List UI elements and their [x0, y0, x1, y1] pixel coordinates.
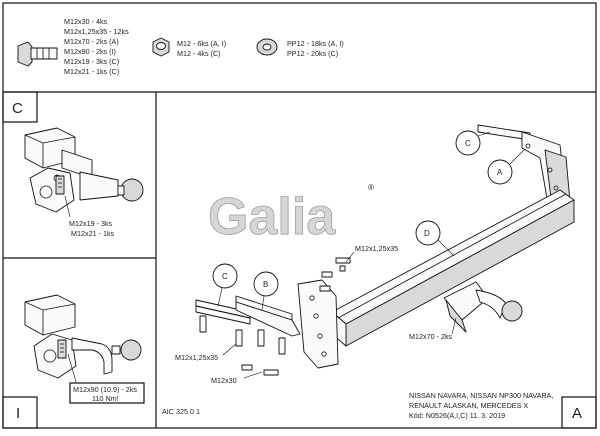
version-letter: A: [572, 405, 582, 422]
outer-frame: [2, 2, 597, 429]
bubble-c-top-leader: [477, 131, 491, 137]
bolt-spec-1: M12x30 - 4ks: [64, 17, 108, 26]
nut-icon: [152, 37, 170, 57]
main-assembly: [195, 124, 575, 376]
washer-spec-1: PP12 - 18ks (A, I): [287, 39, 344, 48]
kod-line: Kód: N0526(A,I,C) 11. 3. 2019: [409, 411, 505, 420]
bubble-b-leader: [261, 295, 265, 311]
bolt-spec-2: M12x1,25x35 - 12ks: [64, 27, 129, 36]
panel-i-hitch-detail: [24, 294, 142, 383]
bubble-a-label: A: [497, 168, 503, 177]
callout-m12x70: M12x70 - 2ks: [409, 332, 453, 341]
bubble-a-leader: [509, 149, 525, 165]
panel-i-callout-1: M12x90 (10.9) - 2ks: [73, 385, 137, 394]
vehicle-line-1: NISSAN NAVARA, NISSAN NP300 NAVARA,: [409, 391, 553, 400]
panel-c-leader: [64, 195, 71, 218]
bubble-d-label: D: [424, 229, 430, 238]
panel-i-callout-box: [69, 382, 145, 404]
panel-c-hitch-detail: [24, 127, 144, 213]
bubble-c-leader: [217, 287, 223, 307]
drawing-code: AIC 325 0 1: [162, 407, 200, 416]
callout-m12x125x35-top-leader: [345, 251, 355, 263]
bolt-icon: [17, 41, 58, 67]
bolt-spec-5: M12x19 - 3ks (C): [64, 57, 119, 66]
bubble-b-label: B: [263, 280, 268, 289]
bubble-d-leader: [437, 239, 455, 257]
bubble-d: [415, 220, 441, 246]
washer-spec-2: PP12 - 20ks (C): [287, 49, 338, 58]
panel-c-callout-2: M12x21 - 1ks: [71, 229, 115, 238]
bubble-a: [487, 159, 513, 185]
vehicle-line-2: RENAULT ALASKAN, MERCEDES X: [409, 401, 528, 410]
panel-i-letter: I: [16, 405, 20, 422]
callout-m12x125x35-bottom-leader: [222, 343, 237, 356]
bolt-spec-6: M12x21 - 1ks (C): [64, 67, 119, 76]
bubble-c-top: [455, 130, 481, 156]
callout-m12x70-leader: [451, 317, 457, 335]
panel-c-letter-box: [2, 91, 38, 123]
bubble-c-top-label: C: [465, 139, 471, 148]
bubble-c-label: C: [222, 272, 228, 281]
panel-c-letter: C: [12, 100, 23, 117]
nut-spec-2: M12 - 4ks (C): [177, 49, 221, 58]
nut-spec-1: M12 - 6ks (A, I): [177, 39, 226, 48]
callout-m12x30-leader: [243, 371, 263, 379]
washer-icon: [256, 38, 278, 56]
panel-i-callout-2: 110 Nm!: [92, 394, 119, 403]
bubble-b: [253, 271, 279, 297]
callout-m12x30: M12x30: [211, 376, 237, 385]
galia-logo-registered: ®: [368, 183, 374, 192]
bolt-spec-3: M12x70 - 2ks (A): [64, 37, 119, 46]
version-letter-box: [561, 396, 597, 429]
bubble-c: [212, 263, 238, 289]
panel-i-letter-box: [2, 396, 38, 429]
callout-m12x125x35-top: M12x1,25x35: [355, 244, 398, 253]
callout-m12x125x35-bottom: M12x1,25x35: [175, 353, 218, 362]
galia-logo: Galia: [208, 188, 336, 246]
bolt-spec-4: M12x90 - 2ks (I): [64, 47, 116, 56]
panel-c-callout-1: M12x19 - 3ks: [69, 219, 113, 228]
